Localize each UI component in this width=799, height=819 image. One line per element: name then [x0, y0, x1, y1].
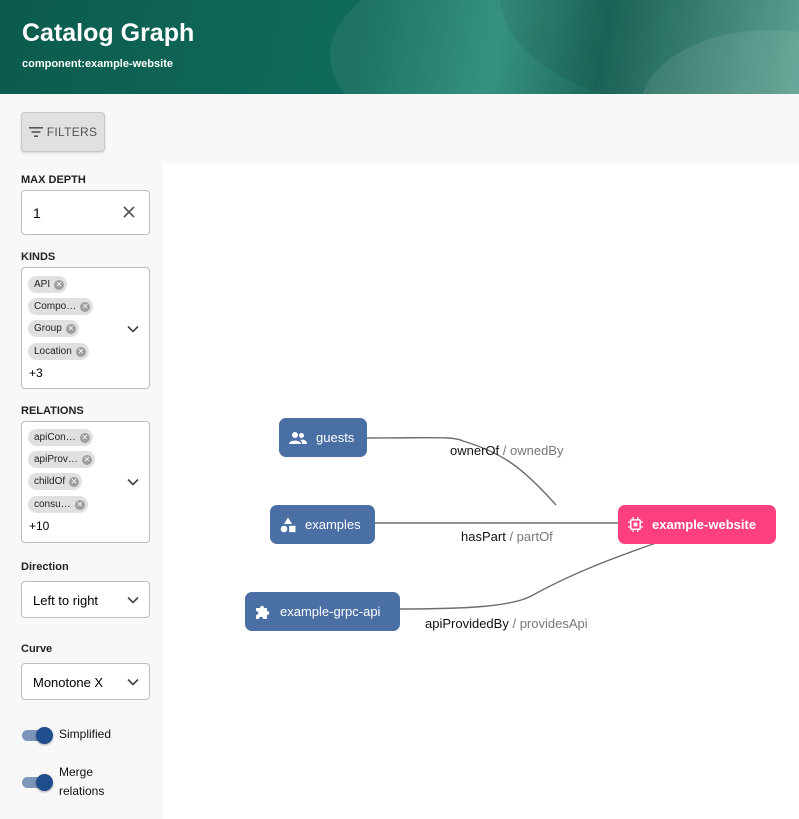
extension-icon [256, 605, 270, 619]
edge-inverse-relation: providesApi [519, 616, 588, 631]
direction-label: Direction [21, 561, 69, 573]
relations-select[interactable]: apiCon… ✕ apiProv… ✕ childOf ✕ consu… ✕ … [21, 421, 150, 543]
chip-label: Compo… [34, 301, 77, 312]
filters-button-label: FILTERS [46, 125, 98, 139]
curve-label: Curve [21, 643, 53, 655]
max-depth-input[interactable]: 1 [21, 190, 150, 235]
chevron-down-icon[interactable] [127, 596, 139, 604]
node-example-grpc-api[interactable]: example-grpc-api [245, 592, 400, 631]
relation-chip[interactable]: apiProv… ✕ [28, 451, 95, 468]
node-label: example-grpc-api [280, 604, 381, 619]
page-header: Catalog Graph component:example-website [0, 0, 799, 94]
kinds-more-count: +3 [29, 366, 43, 380]
chip-label: Group [34, 323, 62, 334]
direction-select[interactable]: Left to right [21, 581, 150, 618]
node-example-website[interactable]: example-website [618, 505, 776, 544]
chip-label: childOf [34, 476, 66, 487]
curve-select[interactable]: Monotone X [21, 663, 150, 700]
edge-label-has-part: hasPart / partOf [461, 529, 553, 544]
relations-more-count: +10 [29, 519, 50, 533]
kind-chip-group[interactable]: Group ✕ [28, 320, 79, 337]
edge-relation: apiProvidedBy [425, 616, 509, 631]
chip-remove-icon[interactable]: ✕ [81, 454, 92, 465]
filter-list-icon [28, 127, 43, 137]
edge-owner-of [362, 436, 557, 506]
relation-chip[interactable]: consu… ✕ [28, 496, 88, 513]
merge-relations-label: Merge relations [59, 763, 104, 801]
edge-relation: ownerOf [450, 443, 500, 458]
relation-chip[interactable]: apiCon… ✕ [28, 429, 93, 446]
chevron-down-icon[interactable] [127, 678, 139, 686]
node-examples[interactable]: examples [270, 505, 375, 544]
clear-icon[interactable] [121, 204, 137, 220]
chip-remove-icon[interactable]: ✕ [80, 301, 91, 312]
direction-value: Left to right [33, 593, 99, 608]
node-label: example-website [652, 517, 757, 532]
filters-button[interactable]: FILTERS [21, 112, 105, 152]
chip-remove-icon[interactable]: ✕ [75, 346, 86, 357]
chip-label: Location [34, 346, 72, 357]
edge-api-provided-by [395, 542, 657, 610]
kind-chip-location[interactable]: Location ✕ [28, 343, 89, 360]
category-icon [280, 517, 296, 532]
kind-chip-component[interactable]: Compo… ✕ [28, 298, 94, 315]
simplified-toggle[interactable] [22, 727, 53, 744]
edge-inverse-relation: partOf [516, 529, 553, 544]
merge-relations-toggle[interactable] [22, 774, 53, 791]
chip-label: apiProv… [34, 454, 78, 465]
chip-remove-icon[interactable]: ✕ [65, 323, 76, 334]
kinds-select[interactable]: API ✕ Compo… ✕ Group ✕ Location ✕ +3 [21, 267, 150, 389]
chip-remove-icon[interactable]: ✕ [69, 476, 80, 487]
edge-label-api-provided-by: apiProvidedBy / providesApi [425, 616, 588, 631]
group-icon [289, 431, 307, 444]
max-depth-value: 1 [33, 205, 41, 221]
toggle-thumb [36, 727, 53, 744]
edge-label-owner-of: ownerOf / ownedBy [450, 443, 564, 458]
chip-label: apiCon… [34, 432, 76, 443]
memory-chip-icon [628, 517, 643, 532]
chip-remove-icon[interactable]: ✕ [54, 279, 65, 290]
header-decoration [330, 0, 799, 94]
relations-label: RELATIONS [21, 405, 84, 417]
page-title: Catalog Graph [22, 19, 195, 47]
graph-canvas[interactable]: guests examples example-grpc-api example… [163, 163, 799, 819]
chevron-down-icon[interactable] [127, 478, 139, 486]
chip-remove-icon[interactable]: ✕ [74, 499, 85, 510]
page-subtitle: component:example-website [22, 58, 173, 70]
node-label: guests [316, 430, 355, 445]
relation-chip[interactable]: childOf ✕ [28, 473, 83, 490]
node-label: examples [305, 517, 361, 532]
toggle-thumb [36, 774, 53, 791]
simplified-label: Simplified [59, 727, 112, 741]
kinds-label: KINDS [21, 251, 56, 263]
merge-relations-label-line2: relations [59, 784, 105, 798]
edge-relation: hasPart [461, 529, 506, 544]
node-guests[interactable]: guests [279, 418, 367, 457]
merge-relations-label-line1: Merge [59, 765, 94, 779]
kind-chip-api[interactable]: API ✕ [28, 276, 68, 293]
edge-inverse-relation: ownedBy [510, 443, 564, 458]
graph-edges [362, 436, 657, 610]
chip-remove-icon[interactable]: ✕ [79, 432, 90, 443]
max-depth-label: MAX DEPTH [21, 174, 86, 186]
chip-label: API [34, 279, 51, 290]
chip-label: consu… [34, 499, 71, 510]
curve-value: Monotone X [33, 675, 104, 690]
chevron-down-icon[interactable] [127, 325, 139, 333]
